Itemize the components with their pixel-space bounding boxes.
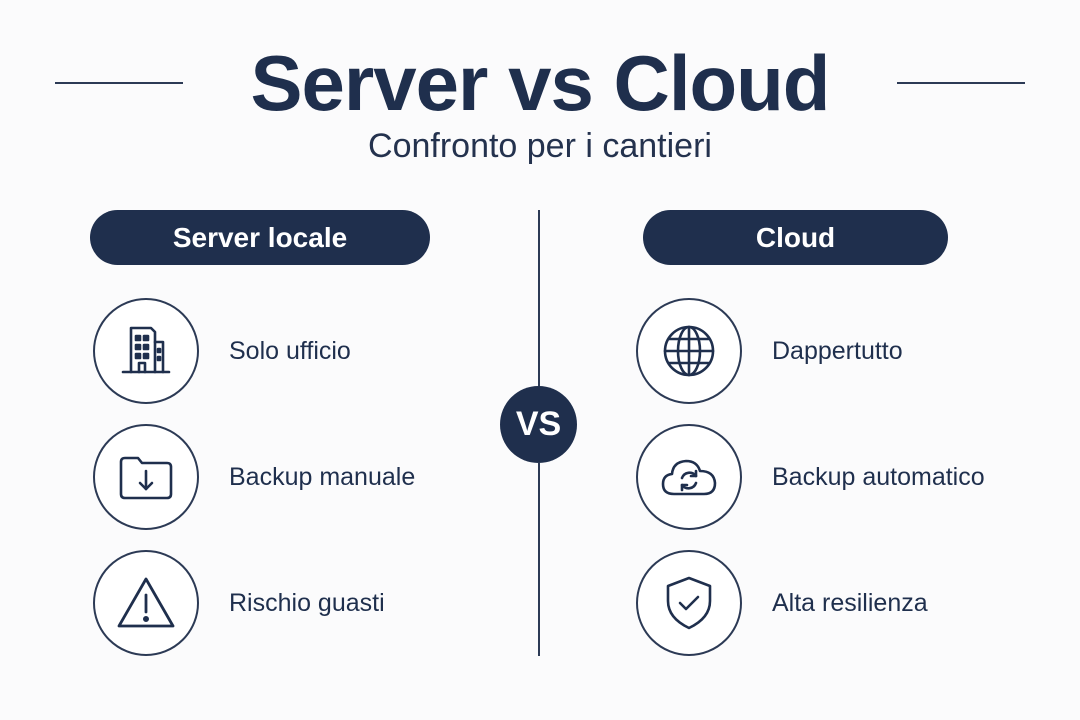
cloud-header: Cloud	[643, 210, 948, 265]
left-item-rischio-guasti: Rischio guasti	[93, 550, 385, 656]
right-item-icon-circle	[636, 550, 742, 656]
vs-badge: VS	[500, 386, 577, 463]
center-divider-bottom	[538, 462, 540, 656]
folder-download-icon	[119, 456, 173, 500]
page-subtitle: Confronto per i cantieri	[368, 127, 712, 165]
left-item-icon-circle	[93, 424, 199, 530]
center-divider-top	[538, 210, 540, 388]
title-rule-right	[897, 82, 1025, 84]
left-item-icon-circle	[93, 298, 199, 404]
shield-check-icon	[666, 576, 712, 630]
page-title: Server vs Cloud	[250, 39, 831, 127]
left-item-label: Solo ufficio	[229, 336, 351, 365]
left-item-backup-manuale: Backup manuale	[93, 424, 415, 530]
left-item-label: Backup manuale	[229, 462, 416, 491]
right-item-icon-circle	[636, 424, 742, 530]
right-item-label: Backup automatico	[772, 462, 985, 491]
right-item-alta-resilienza: Alta resilienza	[636, 550, 928, 656]
left-item-label: Rischio guasti	[229, 588, 385, 617]
left-item-icon-circle	[93, 550, 199, 656]
office-building-icon	[121, 326, 171, 374]
left-item-solo-ufficio: Solo ufficio	[93, 298, 351, 404]
right-item-label: Dappertutto	[772, 336, 903, 365]
server-locale-header: Server locale	[90, 210, 430, 265]
right-item-label: Alta resilienza	[772, 588, 928, 617]
globe-icon	[663, 325, 715, 377]
right-item-dappertutto: Dappertutto	[636, 298, 903, 404]
cloud-sync-icon	[661, 459, 717, 496]
right-item-icon-circle	[636, 298, 742, 404]
warning-icon	[117, 577, 175, 628]
right-item-backup-automatico: Backup automatico	[636, 424, 985, 530]
title-rule-left	[55, 82, 183, 84]
